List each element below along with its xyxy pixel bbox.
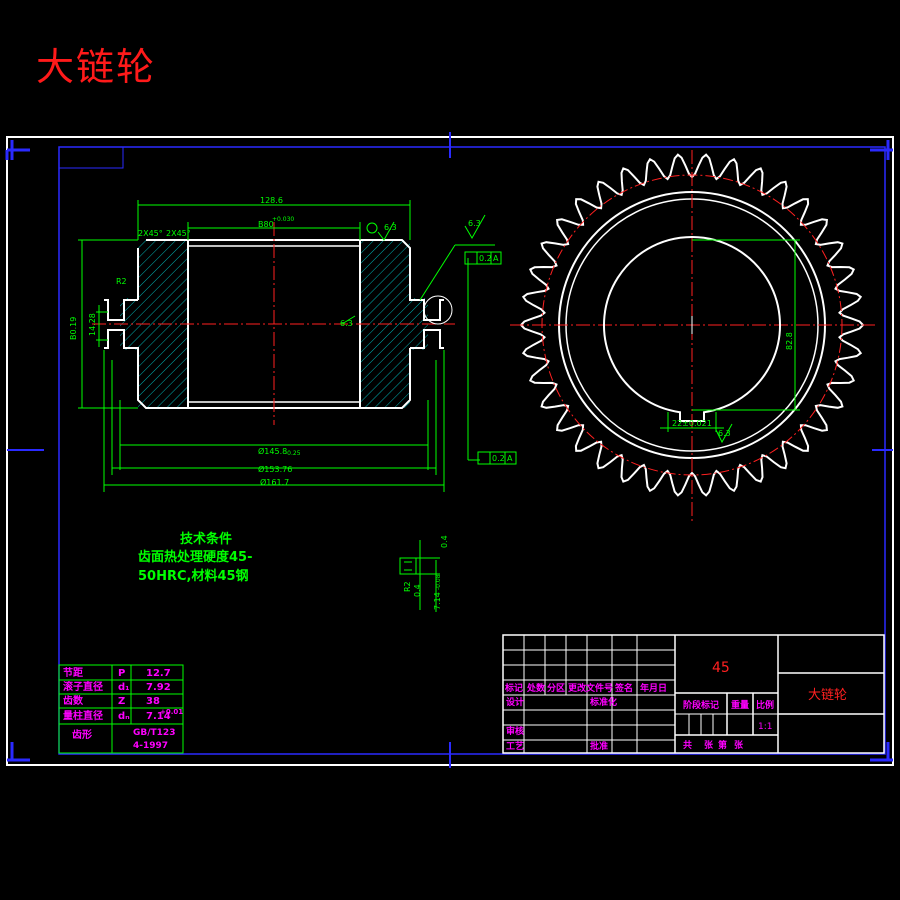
runout-datum-2: A xyxy=(507,454,513,463)
tb-review: 审核 xyxy=(506,725,524,737)
tb-scale-value: 1:1 xyxy=(758,722,772,732)
param-value: 7.14 xyxy=(146,711,171,722)
tech-req-line2: 50HRC,材料45钢 xyxy=(138,568,249,584)
dim-tooth-d1: 0.4 xyxy=(440,535,449,548)
tb-standardize: 标准化 xyxy=(589,696,617,708)
dim-groove-height: 14.28 xyxy=(88,313,97,336)
param-value: GB/T123 xyxy=(133,728,175,738)
tb-page-label: 张 xyxy=(734,739,744,751)
dim-height-left: B0.19 xyxy=(69,317,78,340)
dim-chamfer-right: 2X45° xyxy=(166,229,191,238)
runout-datum-1: A xyxy=(493,254,499,263)
param-label: 齿形 xyxy=(72,728,92,741)
tech-req-heading: 技术条件 xyxy=(180,531,232,547)
dim-keyway-width: 22±0.021 xyxy=(672,419,712,428)
section-dimension-text: 128.6 B80 +0.030 2X45° 2X45° 6.3 6.3 6.3… xyxy=(69,196,513,610)
sprocket-front-view xyxy=(510,150,875,522)
runout-value-1: 0.2 xyxy=(479,254,492,263)
tb-approve: 批准 xyxy=(590,740,608,752)
param-symbol: d₁ xyxy=(118,682,130,693)
dim-roughness-mid: 6.3 xyxy=(384,223,397,232)
param-symbol: dₙ xyxy=(118,711,130,722)
param-value-tol: +0.01 xyxy=(160,708,183,716)
param-value: 38 xyxy=(146,696,160,707)
tb-row-label: 签名 xyxy=(614,682,633,694)
dim-tooth-d2: 0.4 xyxy=(413,584,422,597)
dim-keyway-depth: 82.8 xyxy=(785,332,794,350)
tb-page-of: 第 xyxy=(718,739,727,751)
tb-weight: 重量 xyxy=(731,699,749,711)
tb-row-label: 标记 xyxy=(504,682,523,694)
tb-stage-mark: 阶段标记 xyxy=(683,699,719,711)
dim-tooth-w-tol: -0.08 xyxy=(435,574,442,590)
params-table: 节距 P 12.7 滚子直径 d₁ 7.92 齿数 Z 38 量柱直径 dₙ 7.14+0.01 齿形 G… xyxy=(58,664,184,754)
tb-process: 工艺 xyxy=(506,740,524,752)
dim-bore-width: B80 xyxy=(258,220,274,229)
tb-row-label: 处数 xyxy=(526,682,546,694)
param-symbol: Z xyxy=(118,696,125,707)
dim-overall-width: 128.6 xyxy=(260,196,283,205)
drawing-frame xyxy=(5,132,894,768)
param-label: 节距 xyxy=(63,666,83,679)
runout-value-2: 0.2 xyxy=(492,454,505,463)
dim-dia-1-tol: -0.25 xyxy=(285,450,301,457)
tb-material: 45 xyxy=(712,660,730,676)
sprocket-bore xyxy=(603,236,781,422)
tb-row-label: 分区 xyxy=(547,682,565,694)
tb-sheets: 共 xyxy=(683,739,692,751)
param-value-2: 4-1997 xyxy=(133,741,168,751)
dim-dia-1: Ø145.8 xyxy=(258,446,287,456)
dim-radius: R2 xyxy=(116,277,127,286)
section-dimensions xyxy=(78,200,517,612)
tech-req-line1: 齿面热处理硬度45- xyxy=(138,549,253,565)
drawing-title: 大链轮 xyxy=(36,45,157,89)
dim-roughness-side: 6.3 xyxy=(340,319,353,328)
section-view xyxy=(92,222,455,425)
dim-roughness-key: 6.3 xyxy=(718,429,731,438)
param-value: 7.92 xyxy=(146,682,171,693)
dim-chamfer-left: 2X45° xyxy=(138,229,163,238)
param-label: 齿数 xyxy=(63,694,84,707)
dim-dia-2: Ø153.76 xyxy=(258,464,292,474)
param-symbol: P xyxy=(118,668,125,679)
dim-roughness-top: 6.3 xyxy=(468,219,481,228)
tb-part-name: 大链轮 xyxy=(808,688,847,703)
tb-design: 设计 xyxy=(506,696,524,708)
dim-bore-width-tol: +0.030 xyxy=(272,216,294,223)
sprocket-dimension-text: 82.8 22±0.021 6.3 xyxy=(672,332,794,438)
param-label: 滚子直径 xyxy=(63,680,103,693)
tb-row-label: 更改文件号 xyxy=(568,682,613,694)
tb-sheet-label: 张 xyxy=(704,739,714,751)
sprocket-dimensions xyxy=(660,239,800,444)
tb-row-label: 年月日 xyxy=(640,682,667,694)
param-label: 量柱直径 xyxy=(63,709,103,722)
dim-tooth-w: 7.14 xyxy=(433,592,442,610)
technical-requirements: 技术条件 齿面热处理硬度45- 50HRC,材料45钢 xyxy=(138,531,253,584)
tb-scale: 比例 xyxy=(756,699,774,711)
title-block: 45 大链轮 标记处数分区更改文件号签名年月日 设计 标准化 审核 工艺 批准 … xyxy=(502,634,885,754)
param-value: 12.7 xyxy=(146,668,171,679)
dim-tooth-radius: R2 xyxy=(403,581,412,592)
dim-dia-3: Ø161.7 xyxy=(260,477,289,487)
